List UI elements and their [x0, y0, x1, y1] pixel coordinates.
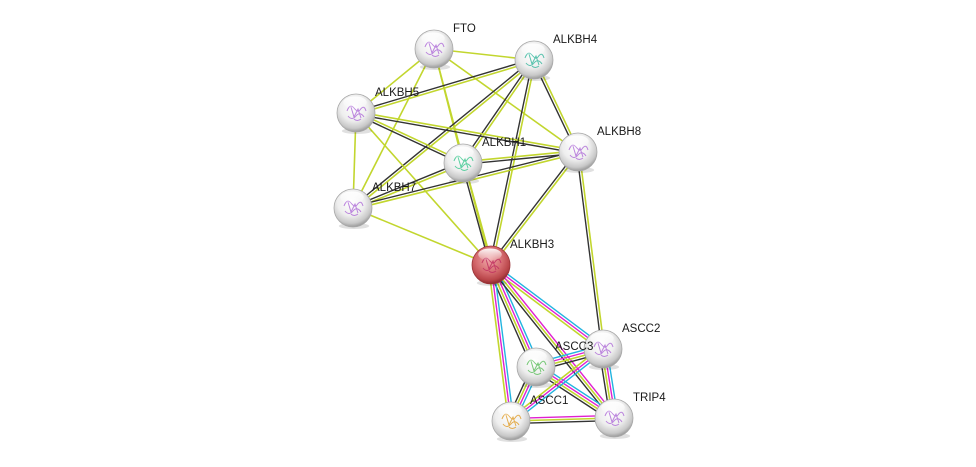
edge-evidence-coexpression — [489, 59, 534, 265]
node-alkbh8[interactable]: ALKBH8 — [558, 126, 641, 173]
node-label: ALKBH3 — [510, 239, 554, 251]
edge-alkbh4-alkbh5[interactable] — [355, 58, 535, 116]
edge-evidence-coexpression — [351, 58, 534, 208]
protein-structure-icon — [346, 105, 367, 121]
node-ascc3[interactable]: ASCC3 — [516, 341, 593, 388]
node-highlight — [565, 135, 589, 148]
edge-alkbh4-alkbh7[interactable] — [351, 58, 536, 210]
edges-layer — [351, 48, 619, 425]
node-fto[interactable]: FTO — [414, 23, 476, 70]
edge-evidence-databases — [512, 350, 606, 424]
edge-evidence-experiments — [490, 264, 604, 350]
edge-evidence-textmining — [463, 60, 536, 165]
protein-structure-icon — [501, 413, 522, 429]
edge-evidence-experiments — [490, 264, 512, 422]
node-label: ASCC3 — [555, 341, 593, 353]
node-alkbh4[interactable]: ALKBH4 — [514, 34, 598, 81]
edge-fto-alkbh8[interactable] — [433, 48, 579, 153]
protein-structure-icon — [453, 155, 474, 171]
edge-evidence-databases — [492, 264, 515, 421]
edge-evidence-textmining — [491, 152, 580, 267]
node-label: FTO — [453, 23, 476, 35]
protein-structure-icon — [481, 257, 502, 273]
node-ascc2[interactable]: ASCC2 — [583, 323, 660, 370]
edge-alkbh3-ascc1[interactable] — [487, 264, 515, 422]
edge-evidence-coexpression — [355, 113, 463, 165]
protein-structure-icon — [604, 410, 625, 426]
node-highlight — [340, 191, 364, 204]
node-highlight — [421, 32, 445, 45]
edge-evidence-experiments — [492, 262, 617, 417]
edge-evidence-textmining — [490, 264, 615, 419]
node-highlight — [523, 350, 547, 363]
edge-evidence-coexpression — [352, 161, 463, 208]
edge-evidence-textmining — [508, 346, 602, 420]
node-highlight — [450, 146, 474, 159]
protein-structure-icon — [568, 144, 589, 160]
edge-alkbh8-ascc2[interactable] — [576, 151, 606, 350]
edge-ascc2-ascc1[interactable] — [508, 346, 606, 424]
edge-evidence-textmining — [578, 151, 606, 349]
protein-structure-icon — [524, 52, 545, 68]
node-highlight — [601, 401, 625, 414]
node-highlight — [478, 248, 502, 261]
node-label: ALKBH7 — [372, 182, 416, 194]
node-alkbh3[interactable]: ALKBH3 — [471, 239, 554, 286]
node-alkbh7[interactable]: ALKBH7 — [333, 182, 416, 229]
edge-evidence-coexpression — [355, 58, 534, 113]
edge-alkbh5-alkbh8[interactable] — [355, 110, 579, 154]
node-highlight — [343, 96, 367, 109]
edge-evidence-experiments — [510, 348, 604, 422]
edge-alkbh3-trip4[interactable] — [488, 262, 617, 421]
node-label: ALKBH1 — [482, 137, 526, 149]
edge-alkbh8-alkbh3[interactable] — [489, 150, 580, 267]
protein-structure-icon — [343, 200, 364, 216]
edge-alkbh5-alkbh1[interactable] — [355, 111, 464, 165]
node-ascc1[interactable]: ASCC1 — [491, 395, 568, 442]
edge-alkbh4-alkbh3[interactable] — [489, 59, 537, 266]
edge-evidence-coexpression — [488, 266, 613, 421]
edge-evidence-textmining — [356, 111, 464, 163]
edge-evidence-textmining — [487, 265, 510, 422]
node-highlight — [498, 404, 522, 417]
edge-evidence-textmining — [491, 60, 537, 266]
node-highlight — [521, 43, 545, 56]
edge-evidence-databases — [492, 262, 605, 348]
edge-alkbh4-alkbh1[interactable] — [461, 58, 536, 165]
node-label: ALKBH5 — [375, 87, 419, 99]
edge-evidence-textmining — [353, 60, 536, 210]
node-alkbh1[interactable]: ALKBH1 — [443, 137, 526, 184]
edge-evidence-coexpression — [461, 58, 534, 163]
node-trip4[interactable]: TRIP4 — [594, 392, 666, 439]
node-highlight — [590, 332, 614, 345]
node-alkbh5[interactable]: ALKBH5 — [336, 87, 419, 134]
node-label: ALKBH4 — [553, 34, 598, 46]
node-label: ASCC1 — [530, 395, 568, 407]
edge-evidence-coexpression — [576, 152, 603, 350]
protein-structure-icon — [424, 41, 445, 57]
edge-evidence-textmining — [433, 48, 579, 153]
edge-evidence-textmining — [352, 207, 492, 266]
edge-alkbh7-alkbh3[interactable] — [352, 207, 492, 266]
node-label: ASCC2 — [622, 323, 660, 335]
protein-structure-icon — [526, 359, 547, 375]
edge-evidence-coexpression — [489, 150, 578, 265]
node-label: ALKBH8 — [597, 126, 641, 138]
node-label: TRIP4 — [633, 392, 666, 404]
edge-evidence-coexpression — [355, 113, 578, 154]
protein-structure-icon — [593, 341, 614, 357]
edge-evidence-textmining — [356, 110, 579, 152]
edge-evidence-textmining — [356, 60, 535, 116]
